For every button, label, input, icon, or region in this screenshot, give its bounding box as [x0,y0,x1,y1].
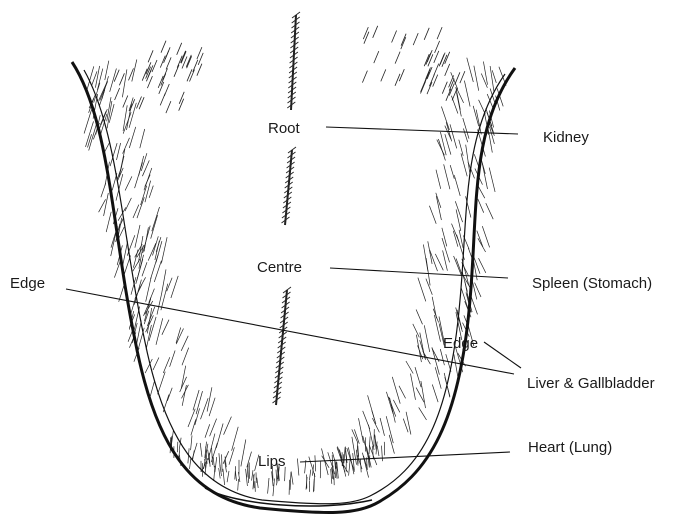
spleen-leader [330,268,508,278]
centre-label: Centre [257,259,302,276]
edge-right-leader [484,342,521,368]
kidney-leader [326,127,518,134]
liver-label: Liver & Gallbladder [527,375,655,392]
root-label: Root [268,120,301,137]
heart-leader [300,452,510,462]
spleen-label: Spleen (Stomach) [532,275,652,292]
edge-right-label: Edge [443,335,478,352]
kidney-label: Kidney [543,129,589,146]
leader-lines [66,127,521,462]
heart-label: Heart (Lung) [528,439,612,456]
edge-left-label: Edge [10,275,45,292]
lips-label: Lips [258,453,286,470]
